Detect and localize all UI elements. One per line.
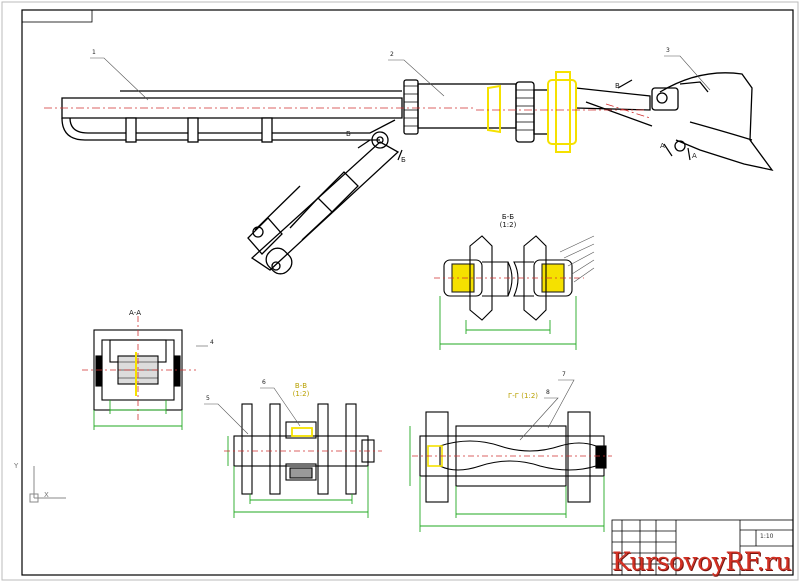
position-label-8: 8 (546, 389, 550, 396)
ucs-y-label: Y (14, 462, 19, 470)
section-vv (233, 403, 375, 495)
section-vv-title: В-В (1:2) (284, 382, 318, 398)
cut-mark-b-right: Б (401, 156, 406, 164)
corner-stamp (21, 9, 93, 23)
ucs-x-label: X (44, 491, 49, 499)
cut-arrows (357, 79, 691, 161)
section-bb-name: Б-Б (501, 213, 515, 221)
cut-mark-v: В (615, 82, 620, 90)
ucs-icon (29, 466, 66, 503)
position-label-5: 5 (206, 395, 210, 402)
inner-frame (21, 9, 794, 576)
position-label-3: 3 (666, 47, 670, 54)
section-vv-highlight (291, 427, 313, 437)
section-bb-leaders (559, 235, 595, 283)
section-gg (419, 411, 607, 503)
section-bb-scale: (1:2) (499, 221, 517, 230)
section-gg-title: Г-Г (1:2) (488, 392, 558, 400)
position-label-4: 4 (210, 339, 214, 346)
section-vv-scale: (1:2) (292, 390, 310, 399)
section-aa-name: А-А (128, 309, 142, 317)
center-lines (44, 103, 651, 119)
section-bb-dims (439, 296, 577, 350)
cut-mark-b-left: Б (346, 130, 351, 138)
position-label-6: 6 (262, 379, 266, 386)
section-aa-title: А-А (120, 309, 150, 317)
section-gg-dims (409, 426, 605, 532)
position-label-1: 1 (92, 49, 96, 56)
title-block-sheet: 1:10 (760, 533, 774, 540)
section-gg-scale: (1:2) (521, 392, 539, 400)
position-label-2: 2 (390, 51, 394, 58)
main-assembly (61, 72, 774, 275)
section-aa-axis (82, 316, 196, 420)
cut-mark-a-left: А (660, 142, 665, 150)
position-label-7: 7 (562, 371, 566, 378)
title-block (611, 519, 794, 576)
position-leaders (90, 55, 711, 441)
section-gg-name: Г-Г (507, 392, 520, 400)
watermark-logo: KursovoyRF.ru (612, 547, 792, 576)
section-vv-name: В-В (294, 382, 308, 390)
section-bb-title: Б-Б (1:2) (492, 213, 524, 229)
cut-mark-a-right: А (692, 152, 697, 160)
coupling-highlight (487, 71, 577, 153)
